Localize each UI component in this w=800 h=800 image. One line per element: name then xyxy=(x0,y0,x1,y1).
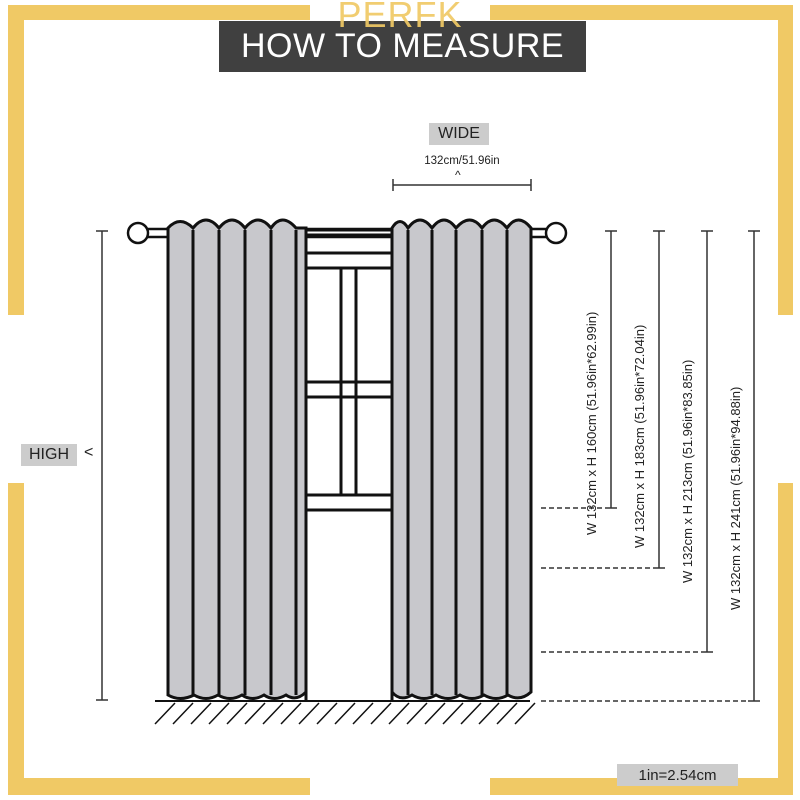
floor-hatch-mark xyxy=(460,702,482,725)
size-option-183: W 132cm x H 183cm (51.96in*72.04in) xyxy=(632,324,647,548)
frame-bottom-right-vertical xyxy=(778,483,793,795)
rod-finial-right xyxy=(544,221,568,245)
frame-top-left-vertical xyxy=(8,5,24,315)
floor-hatch-mark xyxy=(478,702,500,725)
floor-hatch-mark xyxy=(406,702,428,725)
rod-finial-left xyxy=(126,221,150,245)
floor-hatch-mark xyxy=(298,702,320,725)
frame-top-left-horizontal xyxy=(8,5,310,20)
wide-label: WIDE xyxy=(429,123,489,145)
size-option-241: W 132cm x H 241cm (51.96in*94.88in) xyxy=(728,386,743,610)
high-caret: < xyxy=(84,444,94,461)
floor-hatch-mark xyxy=(496,702,518,725)
floor-hatch-mark xyxy=(424,702,446,725)
wide-dimension: 132cm/51.96in xyxy=(424,155,500,167)
brand-watermark: PERFK xyxy=(337,0,463,35)
floor-hatch-mark xyxy=(244,702,266,725)
floor-hatch-mark xyxy=(370,702,392,725)
floor-hatch-mark xyxy=(388,702,410,725)
frame-top-right-horizontal xyxy=(490,5,793,20)
floor-hatch-mark xyxy=(172,702,194,725)
size-option-160: W 132cm x H 160cm (51.96in*62.99in) xyxy=(584,311,599,535)
width-measure-line xyxy=(392,179,532,191)
floor-hatch-mark xyxy=(316,702,338,725)
page-title: HOW TO MEASURE xyxy=(219,21,586,72)
floor-hatch-mark xyxy=(442,702,464,725)
floor-hatch-mark xyxy=(334,702,356,725)
wide-caret: ^ xyxy=(455,168,461,182)
floor-hatch-mark xyxy=(262,702,284,725)
floor-hatch-mark xyxy=(352,702,374,725)
right-curtain-panel xyxy=(390,218,533,700)
conversion-note: 1in=2.54cm xyxy=(617,764,738,786)
size-option-213: W 132cm x H 213cm (51.96in*83.85in) xyxy=(680,359,695,583)
frame-top-right-vertical xyxy=(778,5,793,315)
high-label: HIGH xyxy=(21,444,77,466)
left-curtain-panel xyxy=(166,218,308,700)
window xyxy=(304,228,394,700)
floor-hatch-mark xyxy=(154,702,176,725)
floor-hatch-mark xyxy=(208,702,230,725)
frame-bottom-left-vertical xyxy=(8,483,24,795)
frame-bottom-left-horizontal xyxy=(8,778,310,795)
floor-hatch-mark xyxy=(190,702,212,725)
floor-hatch-mark xyxy=(226,702,248,725)
floor-hatch-mark xyxy=(280,702,302,725)
height-measure-line xyxy=(96,230,108,701)
floor-hatch-mark xyxy=(514,702,536,725)
size-measure-lines xyxy=(541,230,760,702)
floor xyxy=(154,700,536,725)
